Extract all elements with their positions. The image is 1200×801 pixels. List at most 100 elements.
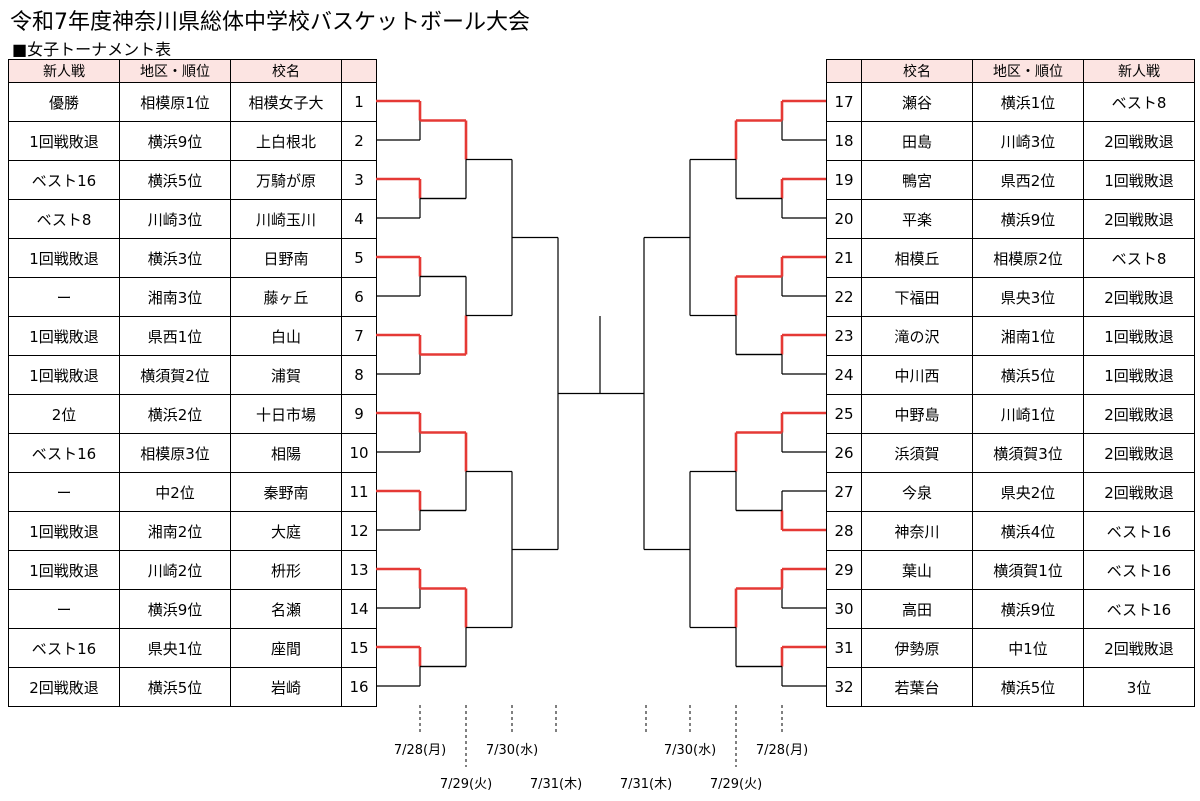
team-region: 横浜5位 (972, 667, 1084, 707)
team-region: 湘南2位 (119, 511, 231, 551)
team-record: 1回戦敗退 (8, 238, 120, 278)
table-header-row: 校名 地区・順位 新人戦 (826, 59, 1195, 83)
team-school: 若葉台 (861, 667, 973, 707)
team-number: 16 (341, 667, 377, 707)
team-school: 瀬谷 (861, 82, 973, 122)
team-record: 1回戦敗退 (8, 355, 120, 395)
team-school: 秦野南 (230, 472, 342, 512)
round-date: 7/31(木) (530, 777, 582, 792)
team-school: 相模丘 (861, 238, 973, 278)
team-region: 湘南3位 (119, 277, 231, 317)
team-record: 2回戦敗退 (1083, 277, 1195, 317)
team-number: 31 (826, 628, 862, 668)
team-region: 県央3位 (972, 277, 1084, 317)
team-record: 2回戦敗退 (1083, 628, 1195, 668)
team-school: 座間 (230, 628, 342, 668)
team-school: 田島 (861, 121, 973, 161)
team-school: 滝の沢 (861, 316, 973, 356)
round-date: 7/29(火) (440, 777, 492, 792)
round-date: 7/29(火) (710, 777, 762, 792)
team-record: ベスト16 (8, 433, 120, 473)
team-number: 19 (826, 160, 862, 200)
team-number: 13 (341, 550, 377, 590)
team-record: 2回戦敗退 (1083, 472, 1195, 512)
team-number: 10 (341, 433, 377, 473)
team-region: 横浜4位 (972, 511, 1084, 551)
team-record: 2回戦敗退 (1083, 394, 1195, 434)
table-header-row: 新人戦 地区・順位 校名 (8, 59, 377, 83)
team-school: 川崎玉川 (230, 199, 342, 239)
header-record: 新人戦 (1083, 59, 1195, 83)
team-record: 2位 (8, 394, 120, 434)
round-date: 7/28(月) (756, 743, 808, 758)
team-region: 横浜5位 (119, 667, 231, 707)
team-school: 伊勢原 (861, 628, 973, 668)
header-school: 校名 (230, 59, 342, 83)
team-number: 25 (826, 394, 862, 434)
team-school: 上白根北 (230, 121, 342, 161)
team-school: 日野南 (230, 238, 342, 278)
team-record: 1回戦敗退 (1083, 355, 1195, 395)
team-region: 横浜9位 (972, 199, 1084, 239)
team-number: 8 (341, 355, 377, 395)
team-number: 6 (341, 277, 377, 317)
team-record: 優勝 (8, 82, 120, 122)
team-number: 20 (826, 199, 862, 239)
team-region: 県央1位 (119, 628, 231, 668)
team-number: 4 (341, 199, 377, 239)
team-record: ー (8, 589, 120, 629)
team-record: 1回戦敗退 (8, 511, 120, 551)
round-date: 7/31(木) (620, 777, 672, 792)
team-region: 横浜9位 (119, 121, 231, 161)
page-subtitle: ■女子トーナメント表 (12, 40, 172, 59)
team-school: 鴨宮 (861, 160, 973, 200)
team-region: 横浜9位 (972, 589, 1084, 629)
team-region: 相模原1位 (119, 82, 231, 122)
team-region: 横浜3位 (119, 238, 231, 278)
team-number: 21 (826, 238, 862, 278)
team-region: 相模原2位 (972, 238, 1084, 278)
team-region: 中1位 (972, 628, 1084, 668)
team-school: 名瀬 (230, 589, 342, 629)
team-school: 葉山 (861, 550, 973, 590)
header-region: 地区・順位 (972, 59, 1084, 83)
team-school: 十日市場 (230, 394, 342, 434)
team-region: 横浜9位 (119, 589, 231, 629)
team-school: 白山 (230, 316, 342, 356)
team-region: 県央2位 (972, 472, 1084, 512)
team-record: ベスト16 (1083, 589, 1195, 629)
team-region: 横浜1位 (972, 82, 1084, 122)
team-record: 1回戦敗退 (1083, 316, 1195, 356)
team-number: 26 (826, 433, 862, 473)
team-number: 9 (341, 394, 377, 434)
team-region: 横須賀2位 (119, 355, 231, 395)
round-date: 7/30(水) (486, 743, 538, 758)
header-region: 地区・順位 (119, 59, 231, 83)
team-record: 1回戦敗退 (8, 121, 120, 161)
team-school: 岩崎 (230, 667, 342, 707)
team-record: ベスト16 (1083, 511, 1195, 551)
header-number (826, 59, 862, 83)
team-school: 今泉 (861, 472, 973, 512)
